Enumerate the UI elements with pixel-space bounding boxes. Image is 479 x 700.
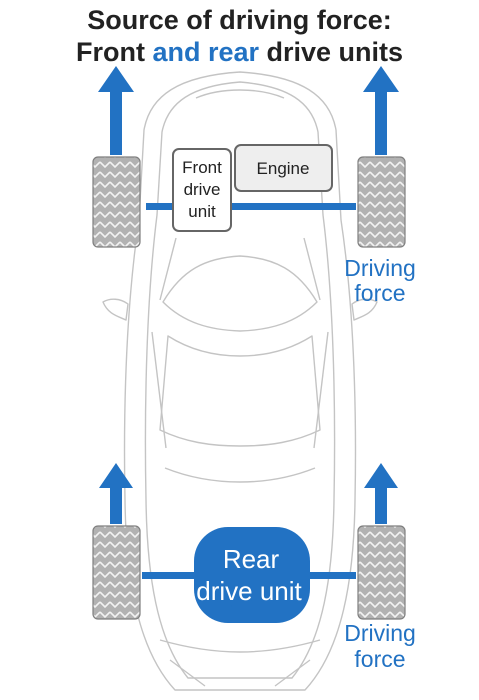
front-drive-unit-label-3: unit — [188, 202, 216, 221]
front-drive-unit-box — [172, 148, 232, 232]
front-drive-unit-label-1: Front — [182, 158, 222, 177]
front-driving-force-label-1: Driving — [344, 255, 416, 281]
front-axle — [146, 203, 356, 210]
rear-drive-unit-label-1: Rear — [223, 544, 280, 574]
arrow-up-icon-rear-left — [99, 463, 133, 524]
front-driving-force-label-2: force — [354, 280, 405, 306]
arrow-up-icon-front-left — [98, 66, 134, 155]
tire-front-left — [92, 156, 141, 248]
front-drive-unit-label-2: drive — [184, 180, 221, 199]
rear-driving-force-label-1: Driving — [344, 620, 416, 646]
rear-driving-force-label-2: force — [354, 646, 405, 672]
diagram-title-line1: Source of driving force: — [87, 5, 392, 35]
car-body-outline — [102, 71, 378, 691]
rear-drive-unit-label-2: drive unit — [196, 576, 302, 606]
tire-rear-right — [357, 525, 406, 620]
tire-rear-left — [92, 525, 141, 620]
tire-front-right — [357, 156, 406, 248]
engine-label: Engine — [257, 159, 310, 178]
diagram-title-line2: Front and rear drive units — [0, 36, 479, 68]
arrow-up-icon-front-right — [363, 66, 399, 155]
rear-drive-unit-blob — [194, 527, 310, 623]
title-segment-front: Front — [75, 37, 153, 67]
engine-box — [234, 144, 333, 192]
title-segment-drive-units: drive units — [259, 37, 404, 67]
arrow-up-icon-rear-right — [364, 463, 398, 524]
title-highlight: and rear — [152, 37, 259, 67]
